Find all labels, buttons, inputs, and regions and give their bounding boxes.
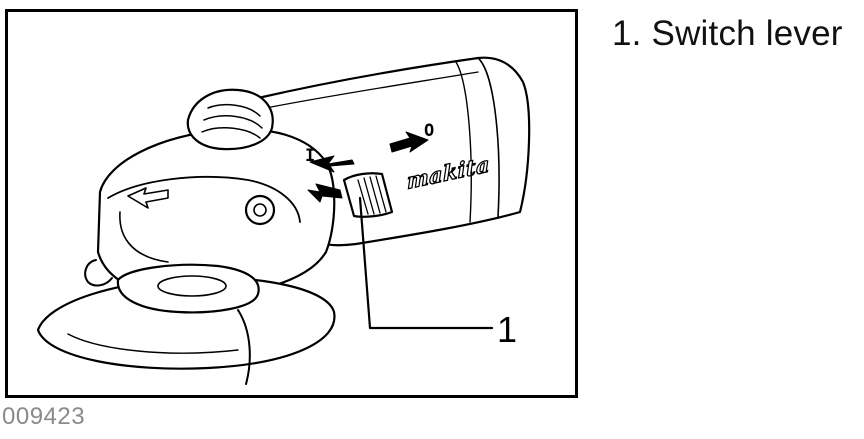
figure-caption: 1. Switch lever: [612, 14, 843, 54]
figure-code: 009423: [2, 403, 86, 430]
arrow-off-icon: [389, 131, 429, 153]
spindle-lock-cap: [186, 88, 274, 151]
angle-grinder-illustration: [36, 56, 531, 385]
caption-number: 1.: [612, 14, 642, 53]
arrow-push-icon: [307, 183, 343, 203]
switch-on-label: I: [305, 146, 316, 166]
rotation-arrow-icon: [127, 187, 169, 209]
switch-off-label: O: [424, 121, 435, 141]
figure-frame: [5, 9, 578, 398]
arrow-on-icon: [309, 155, 355, 173]
caption-text: Switch lever: [651, 14, 843, 53]
callout-leader-line: [358, 196, 494, 330]
callout-number: 1: [497, 309, 518, 350]
